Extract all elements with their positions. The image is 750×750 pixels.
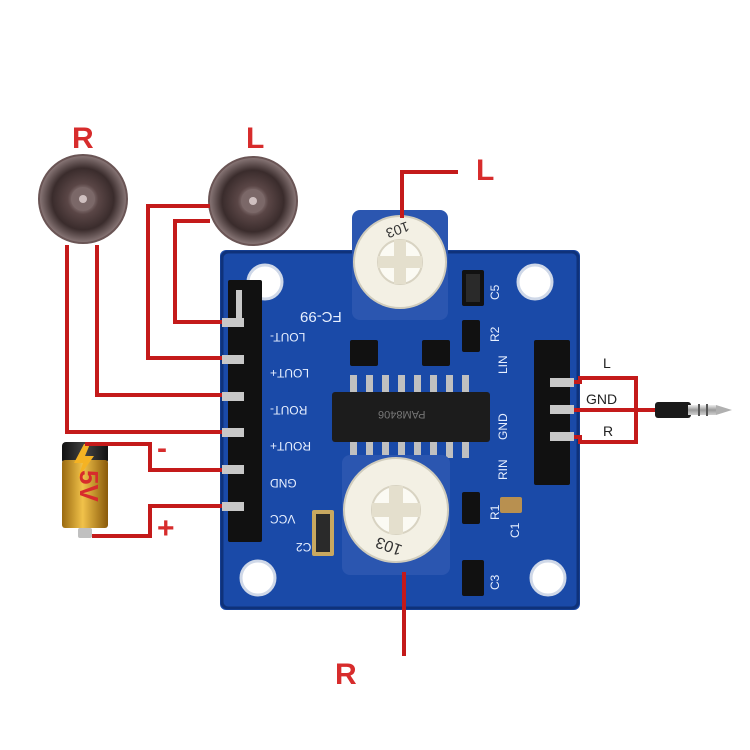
component-label-c5: C5 [488,284,502,300]
audio-jack-icon [655,402,732,418]
mount-hole [239,559,277,597]
speaker-icon-left [208,156,298,246]
wire-vcc [92,504,222,538]
component-label-c3: C3 [488,574,502,590]
label-battery-minus: - [157,432,167,465]
amplifier-chip [332,375,490,458]
wire-rout-plus [65,245,222,434]
pin-label-rout-minus: ROUT- [270,403,308,417]
wire-lout-minus [173,219,222,324]
jack-label-gnd: GND [586,391,618,407]
label-battery-plus: + [157,512,175,545]
pot-left-lead [400,170,458,218]
label-battery-voltage: 5V [74,470,104,502]
pin-label-right-gnd: GND [496,413,510,440]
pin-label-vcc: VCC [270,512,296,526]
chip-marking: PAM8406 [378,408,426,420]
wires [65,170,655,656]
wire-gnd [85,442,222,472]
smd-components [312,270,522,596]
board-model: FC-99 [300,308,342,325]
left-pin-header [222,280,262,542]
potentiometer-right [342,455,450,575]
right-pin-header [534,340,574,485]
wire-lout-plus [146,204,222,360]
component-label-c2: C2 [296,540,312,554]
label-speaker-right: R [72,122,94,155]
pin-label-lin: LIN [496,355,510,374]
label-pot-left: L [476,154,495,187]
pin-label-gnd: GND [270,476,297,490]
component-label-r1: R1 [488,504,502,520]
pin-label-lout-minus: LOUT- [270,330,306,344]
jack-line-r [574,410,638,444]
pin-label-rin: RIN [496,459,510,480]
mount-hole [529,559,567,597]
mount-hole [516,263,554,301]
pin-label-lout-plus: LOUT+ [270,366,310,380]
label-pot-right: R [335,658,357,691]
component-label-c1: C1 [508,522,522,538]
label-speaker-left: L [246,122,265,155]
battery-icon [62,442,108,538]
wire-rout-minus [95,245,222,397]
potentiometer-left [352,210,448,320]
jack-label-r: R [603,423,614,439]
component-label-r2: R2 [488,326,502,342]
jack-label-l: L [603,355,611,371]
pin-label-rout-plus: ROUT+ [270,439,312,453]
speaker-icon-right [38,154,128,244]
